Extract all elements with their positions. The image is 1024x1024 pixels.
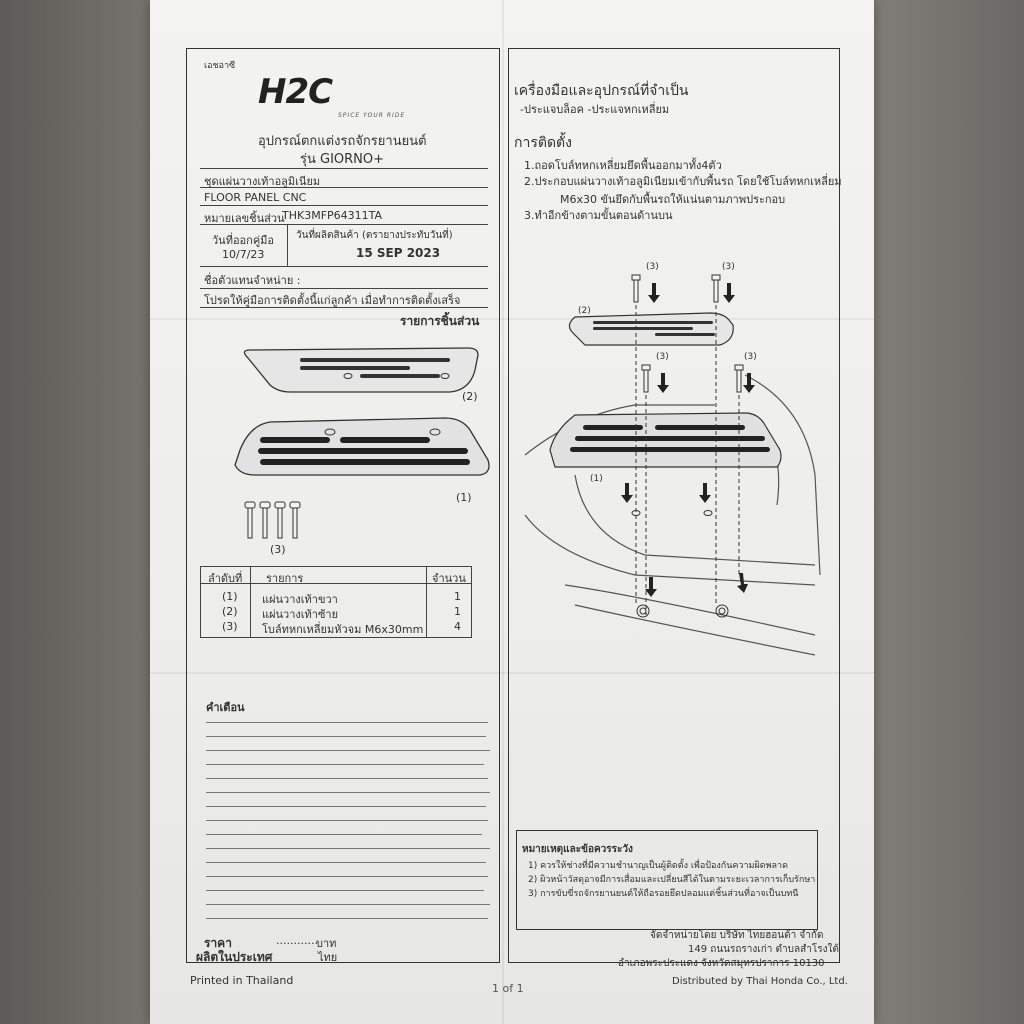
table-row-no: (3) — [222, 620, 238, 633]
fold-crease-horizontal-2 — [150, 672, 874, 674]
callout-2: (2) — [462, 390, 478, 403]
notice-item: 1) ควรให้ช่างที่มีความชำนาญเป็นผู้ติดตั้… — [528, 861, 788, 871]
table-header-qty: จำนวน — [432, 572, 466, 585]
page-number: 1 of 1 — [492, 982, 524, 995]
notice-item: 3) การขับขี่รถจักรยานยนต์ให้ถือรอยยึดปลอ… — [528, 889, 799, 899]
corner-note: เอชอาซี — [204, 61, 236, 71]
bolts-drawing — [244, 501, 301, 539]
h2c-logo: H2C — [258, 72, 333, 112]
install-step-1: 1.ถอดโบล์ทหกเหลี่ยมยึดพื้นออกมาทั้ง4ตัว — [524, 159, 722, 172]
guide-lines — [635, 305, 740, 615]
tools-title: เครื่องมือและอุปกรณ์ที่จำเป็น — [514, 83, 689, 99]
fig-callout-2: (2) — [578, 306, 591, 316]
arrows — [621, 283, 755, 597]
mfg-date-label: วันที่ผลิตสินค้า (ตรายางประทับวันที่) — [296, 230, 453, 241]
product-name-th: ชุดแผ่นวางเท้าอลูมิเนียม — [204, 175, 321, 188]
callout-3: (3) — [270, 543, 286, 556]
left-panel-frame — [186, 48, 500, 963]
price-label: ราคา — [204, 936, 232, 950]
install-step-2-cont: M6x30 ขันยึดกับพื้นรถให้แน่นตามภาพประกอบ — [560, 193, 786, 206]
fig-callout-3: (3) — [646, 262, 659, 272]
fold-crease-vertical — [502, 0, 504, 1024]
printed-in: Printed in Thailand — [190, 974, 294, 987]
table-column-divider — [426, 566, 427, 638]
mounting-holes — [631, 510, 729, 618]
scooter-body-outline — [524, 374, 821, 656]
price-unit: บาท — [316, 937, 337, 950]
part-number-label: หมายเลขชิ้นส่วน — [204, 212, 285, 225]
divider — [200, 168, 488, 169]
table-header-no: ลำดับที่ — [208, 572, 243, 585]
callout-1: (1) — [456, 491, 472, 504]
instruction-sheet — [150, 0, 874, 1024]
fold-crease-horizontal-1 — [150, 318, 874, 320]
part-number: THK3MFP64311TA — [282, 209, 383, 222]
table-row-qty: 4 — [454, 620, 461, 633]
table-row-qty: 1 — [454, 605, 461, 618]
divider — [200, 266, 488, 267]
dealer-label: ชื่อตัวแทนจำหน่าย : — [204, 274, 301, 287]
bolt-drawings — [631, 274, 744, 393]
table-row-item: แผ่นวางเท้าขวา — [262, 593, 338, 606]
table-row-no: (1) — [222, 590, 238, 603]
table-column-divider — [250, 566, 251, 638]
distributor-line-2: 149 ถนนรถรางเก่า ตำบลสำโรงใต้ — [688, 944, 839, 955]
parts-table — [200, 566, 472, 638]
divider — [200, 224, 488, 225]
fig-callout-1: (1) — [590, 474, 603, 484]
table-row-qty: 1 — [454, 590, 461, 603]
parts-illustration: (2) — [234, 347, 490, 539]
notice-title: หมายเหตุและข้อควรระวัง — [522, 844, 633, 855]
table-header-divider — [200, 583, 472, 584]
issue-date-label: วันที่ออกคู่มือ — [212, 234, 275, 247]
logo-tagline: SPICE YOUR RIDE — [338, 112, 406, 119]
table-row-item: โบล์ทหกเหลี่ยมหัวจม M6x30mm — [262, 623, 424, 636]
background-right — [874, 0, 1024, 1024]
origin-label: ผลิตในประเทศ — [196, 950, 273, 964]
title-line-2: รุ่น GIORNO+ — [300, 152, 385, 167]
divider — [200, 288, 488, 289]
product-name-en: FLOOR PANEL CNC — [204, 191, 307, 204]
install-title: การติดตั้ง — [514, 135, 572, 151]
fig-callout-3: (3) — [722, 262, 735, 272]
right-panel-frame — [508, 48, 840, 963]
dealer-note: โปรดให้คู่มือการติดตั้งนี้แก่ลูกค้า เมื่… — [204, 294, 461, 307]
notice-item: 2) ผิวหน้าวัสดุอาจมีการเสื่อมและเปลี่ยนส… — [528, 875, 816, 885]
left-floor-panel-drawing — [243, 347, 479, 393]
warning-title: คำเตือน — [206, 701, 245, 714]
table-row-no: (2) — [222, 605, 238, 618]
distributor-line-3: อำเภอพระประแดง จังหวัดสมุทรปราการ 10130 — [618, 958, 825, 969]
notice-box — [516, 830, 818, 930]
distributed-by: Distributed by Thai Honda Co., Ltd. — [672, 976, 848, 987]
mfg-date: 15 SEP 2023 — [356, 246, 441, 260]
background-left — [0, 0, 150, 1024]
divider — [200, 307, 488, 308]
right-floor-panel-drawing — [234, 417, 490, 476]
installation-illustration — [524, 274, 821, 656]
title-line-1: อุปกรณ์ตกแต่งรถจักรยานยนต์ — [258, 134, 427, 149]
price-dots: ............ — [276, 934, 318, 947]
distributor-line-1: จัดจำหน่ายโดย บริษัท ไทยฮอนด้า จำกัด — [650, 930, 824, 941]
fig-callout-3: (3) — [744, 352, 757, 362]
parts-section-title: รายการชิ้นส่วน — [400, 314, 480, 328]
divider — [200, 187, 488, 188]
issue-date: 10/7/23 — [222, 248, 265, 261]
origin-value: ไทย — [318, 951, 338, 964]
install-step-2: 2.ประกอบแผ่นวางเท้าอลูมิเนียมเข้ากับพื้น… — [524, 175, 842, 188]
table-header-item: รายการ — [266, 572, 304, 585]
table-row-item: แผ่นวางเท้าซ้าย — [262, 608, 339, 621]
divider — [287, 224, 288, 266]
left-panel-drawing — [568, 312, 734, 346]
fig-callout-3: (3) — [656, 352, 669, 362]
divider — [200, 205, 488, 206]
right-panel-drawing — [549, 412, 782, 468]
install-step-3: 3.ทำอีกข้างตามขั้นตอนด้านบน — [524, 209, 673, 222]
tools-list: -ประแจบล็อค -ประแจหกเหลี่ยม — [520, 103, 670, 116]
